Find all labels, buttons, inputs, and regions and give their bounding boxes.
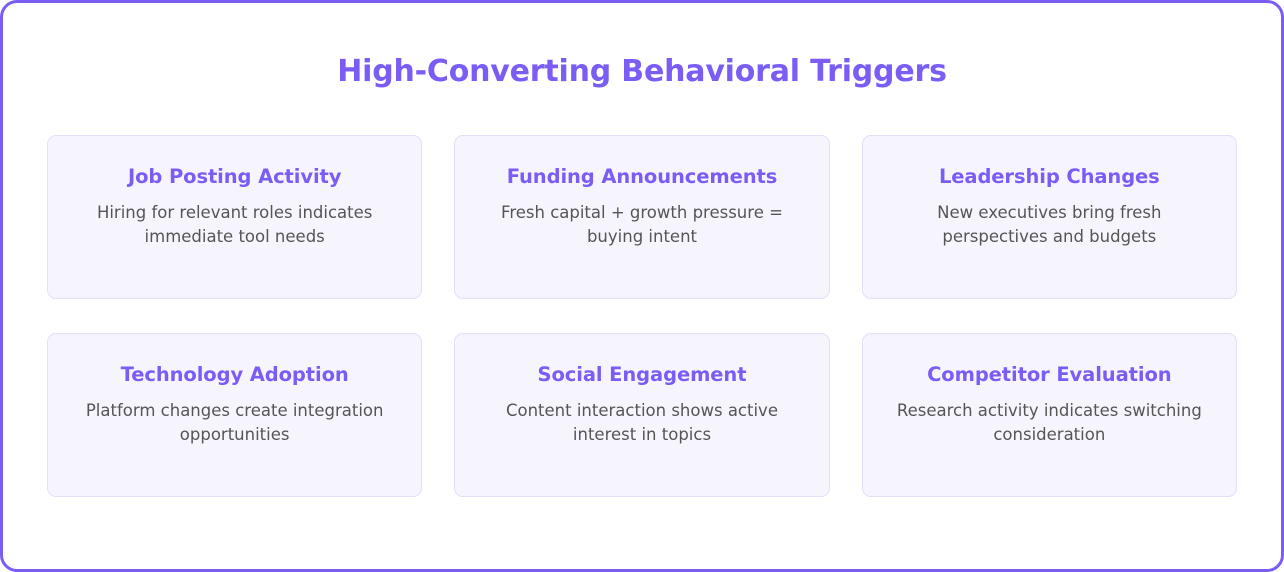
trigger-card-grid: Job Posting Activity Hiring for relevant…: [3, 87, 1281, 497]
page-title: High-Converting Behavioral Triggers: [337, 54, 947, 89]
trigger-card-description: Research activity indicates switching co…: [896, 401, 1202, 445]
trigger-card-title: Competitor Evaluation: [927, 363, 1172, 386]
trigger-card-title: Job Posting Activity: [127, 165, 342, 188]
trigger-card-title: Funding Announcements: [506, 165, 778, 188]
trigger-card[interactable]: Job Posting Activity Hiring for relevant…: [47, 135, 423, 299]
trigger-card[interactable]: Leadership Changes New executives bring …: [861, 135, 1237, 299]
trigger-card-description: Fresh capital + growth pressure = buying…: [501, 203, 783, 247]
trigger-card[interactable]: Technology Adoption Platform changes cre…: [47, 333, 423, 497]
trigger-card-description: Platform changes create integration oppo…: [85, 401, 384, 445]
trigger-card[interactable]: Social Engagement Content interaction sh…: [454, 333, 830, 497]
trigger-card-title: Social Engagement: [537, 363, 747, 386]
trigger-card[interactable]: Competitor Evaluation Research activity …: [861, 333, 1237, 497]
trigger-card-description: New executives bring fresh perspectives …: [937, 203, 1162, 247]
trigger-card[interactable]: Funding Announcements Fresh capital + gr…: [454, 135, 830, 299]
trigger-card-title: Leadership Changes: [938, 165, 1160, 188]
trigger-card-title: Technology Adoption: [120, 363, 349, 386]
trigger-card-description: Hiring for relevant roles indicates imme…: [96, 203, 373, 247]
trigger-card-description: Content interaction shows active interes…: [505, 401, 778, 445]
